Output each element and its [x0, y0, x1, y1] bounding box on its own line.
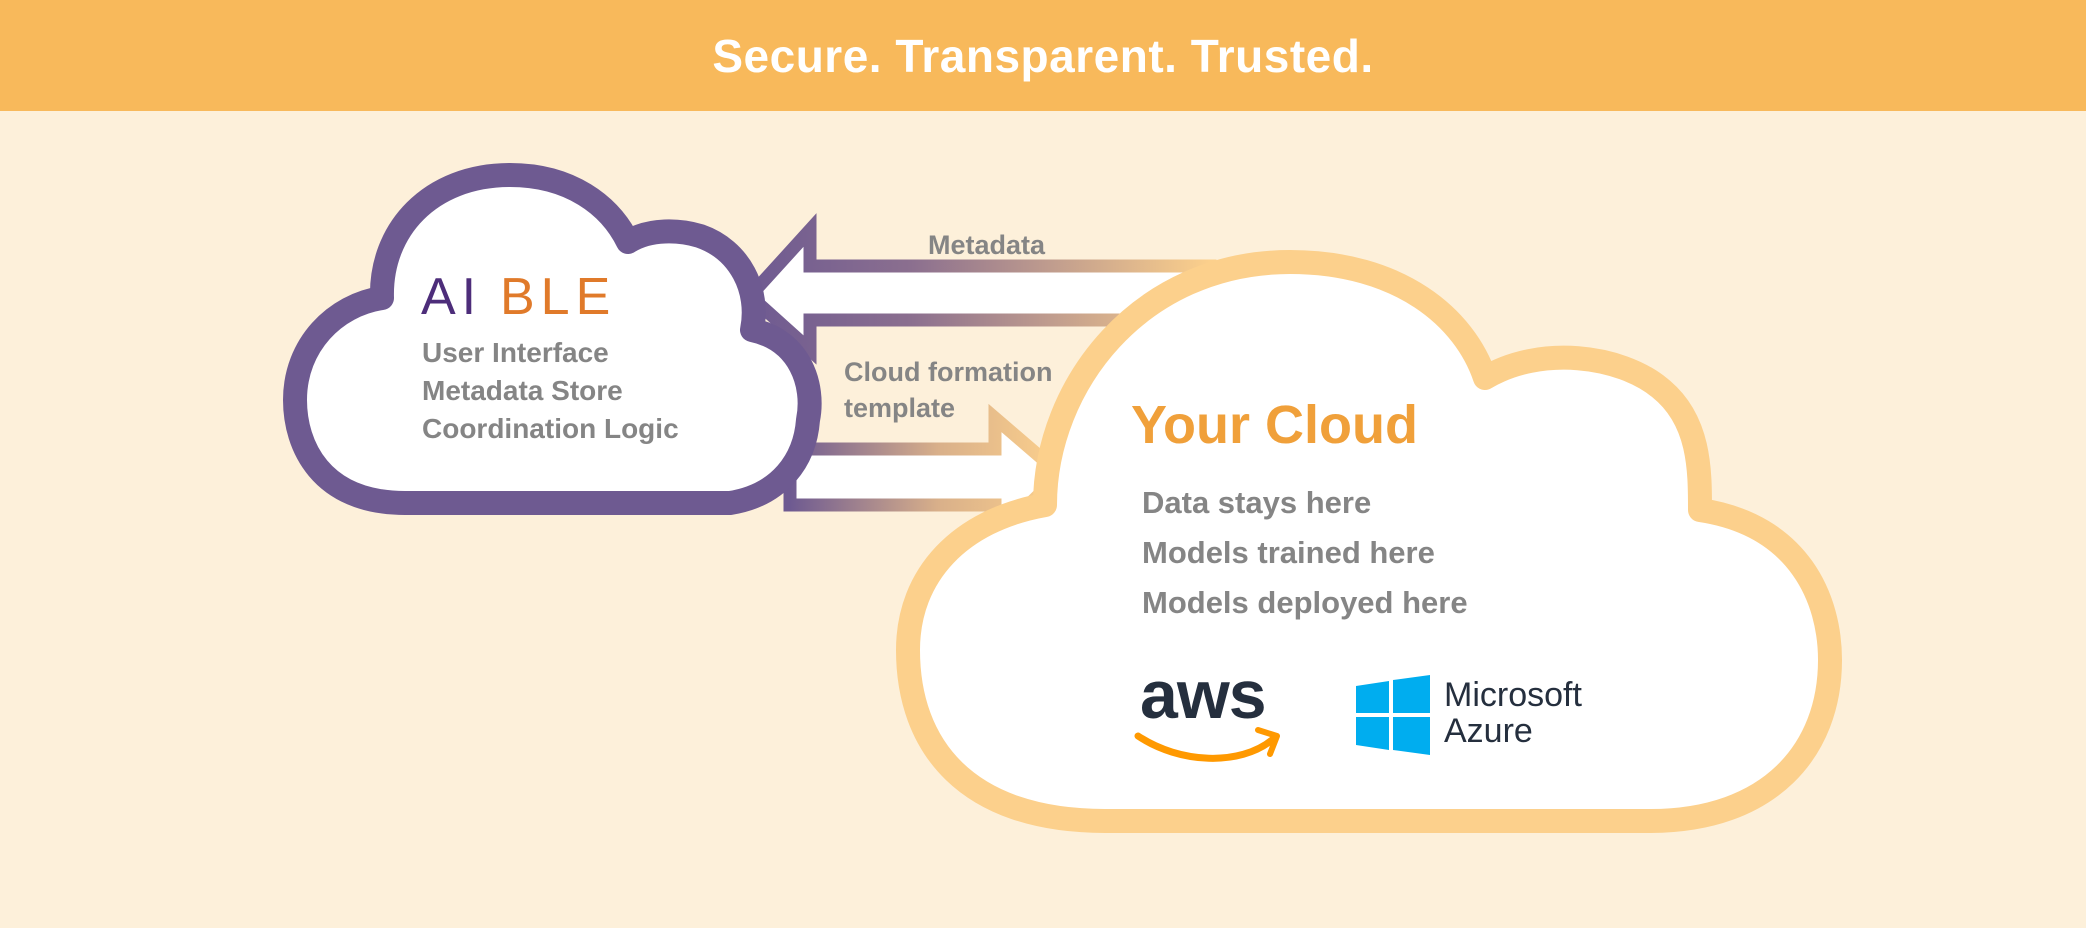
azure-logo: Microsoft Azure — [1356, 675, 1582, 755]
aible-cloud — [283, 163, 822, 515]
your-cloud-item-deployed: Models deployed here — [1142, 585, 1468, 620]
azure-logo-line2: Azure — [1444, 712, 1533, 750]
aws-smile-icon — [1134, 732, 1276, 762]
your-cloud-item-data: Data stays here — [1142, 485, 1371, 520]
aible-item-coordination-logic: Coordination Logic — [422, 413, 679, 444]
metadata-label: Metadata — [928, 230, 1046, 260]
aible-logo: AI BLE — [421, 268, 616, 326]
azure-logo-line1: Microsoft — [1444, 676, 1582, 714]
aible-item-user-interface: User Interface — [422, 337, 609, 368]
aible-item-metadata-store: Metadata Store — [422, 375, 623, 406]
template-label-line1: Cloud formation — [844, 357, 1052, 387]
aws-logo: aws — [1134, 657, 1280, 762]
aws-logo-text: aws — [1140, 657, 1266, 733]
your-cloud-title: Your Cloud — [1131, 395, 1418, 455]
banner-title: Secure. Transparent. Trusted. — [712, 29, 1374, 82]
header-banner: Secure. Transparent. Trusted. — [0, 0, 2086, 111]
aible-logo-part1: AI — [421, 268, 482, 326]
windows-logo-icon — [1356, 675, 1430, 755]
template-label-line2: template — [844, 393, 955, 423]
aws-arrow-icon — [1255, 727, 1280, 757]
your-cloud-item-trained: Models trained here — [1142, 535, 1435, 570]
aible-logo-part2: BLE — [500, 268, 616, 326]
your-cloud — [896, 250, 1842, 833]
